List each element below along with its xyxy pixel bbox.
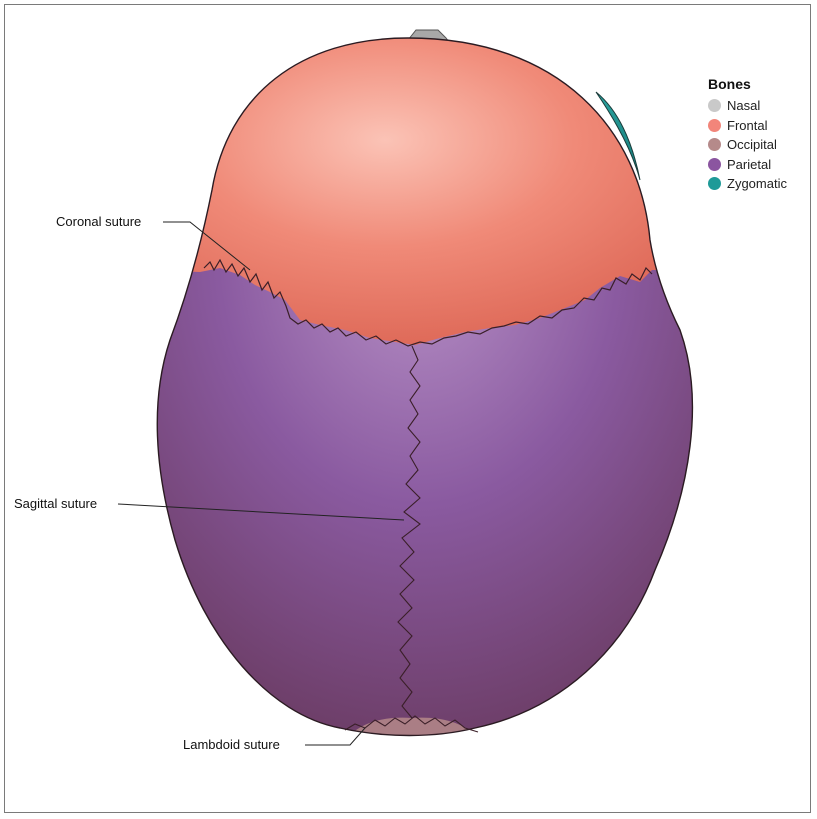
legend-swatch-parietal (708, 158, 721, 171)
coronal-suture-label: Coronal suture (56, 214, 141, 229)
legend-swatch-nasal (708, 99, 721, 112)
legend-label-occipital: Occipital (727, 137, 777, 152)
legend-label-zygomatic: Zygomatic (727, 176, 787, 191)
bones-legend: Bones Nasal Frontal Occipital Parietal Z… (708, 76, 787, 194)
legend-item-nasal: Nasal (708, 96, 787, 116)
legend-swatch-zygomatic (708, 177, 721, 190)
legend-swatch-frontal (708, 119, 721, 132)
legend-item-frontal: Frontal (708, 116, 787, 136)
sagittal-suture-label: Sagittal suture (14, 496, 97, 511)
legend-item-occipital: Occipital (708, 135, 787, 155)
legend-label-nasal: Nasal (727, 98, 760, 113)
legend-item-zygomatic: Zygomatic (708, 174, 787, 194)
legend-label-parietal: Parietal (727, 157, 771, 172)
legend-item-parietal: Parietal (708, 155, 787, 175)
lambdoid-suture-label: Lambdoid suture (183, 737, 280, 752)
legend-title: Bones (708, 76, 787, 92)
legend-swatch-occipital (708, 138, 721, 151)
legend-label-frontal: Frontal (727, 118, 767, 133)
